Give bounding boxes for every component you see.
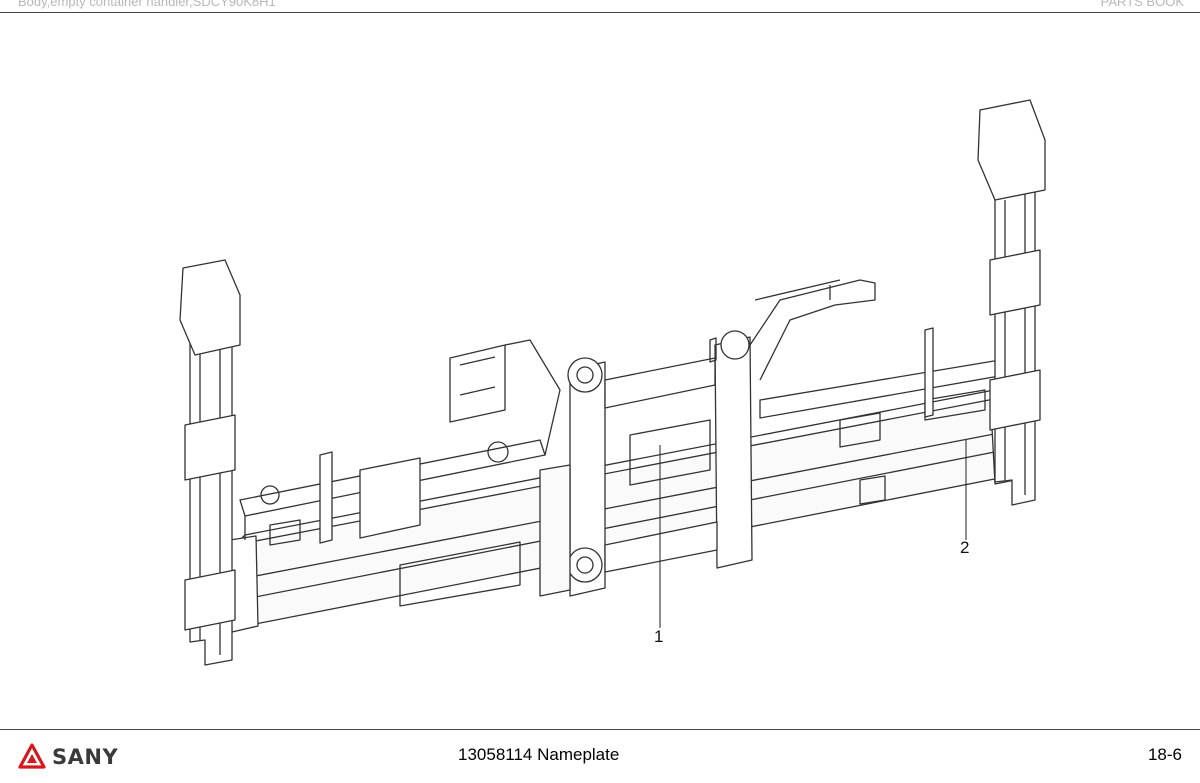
right-column <box>977 99 1046 506</box>
main-beam <box>229 383 1026 633</box>
document-title: Body,empty container handler,SDCY90K8H1 <box>18 0 276 9</box>
part-title: 13058114 Nameplate <box>458 745 620 764</box>
center-frame <box>539 330 753 597</box>
left-column <box>179 259 241 666</box>
sany-logo-icon <box>18 743 46 769</box>
callout-2: 2 <box>960 538 970 557</box>
callout-1: 1 <box>654 627 664 646</box>
book-title: PARTS BOOK <box>1100 0 1184 9</box>
right-arm <box>749 279 876 381</box>
header-divider <box>0 12 1200 13</box>
page-header: Body,empty container handler,SDCY90K8H1 … <box>0 0 1200 14</box>
footer-divider <box>0 729 1200 730</box>
spreader-drawing <box>179 99 1046 666</box>
brand-logo: SANY <box>18 742 118 772</box>
page-number: 18-6 <box>1147 745 1182 764</box>
brand-name: SANY <box>52 745 119 769</box>
left-upper-rail <box>239 439 546 546</box>
left-bracket <box>449 339 561 456</box>
